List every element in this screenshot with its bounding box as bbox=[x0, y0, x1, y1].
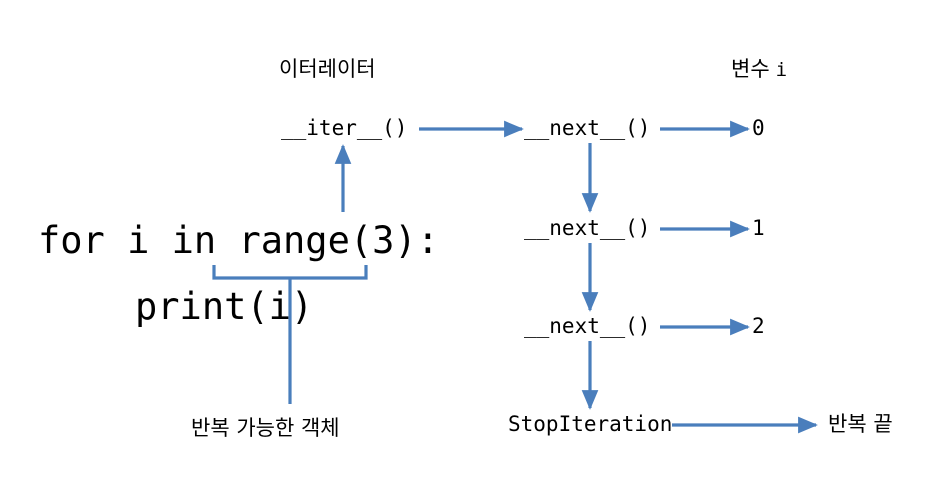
next-value-2: 1 bbox=[752, 216, 765, 240]
iter-call-label: __iter__() bbox=[281, 116, 408, 140]
next-call-3-label: __next__() bbox=[524, 314, 651, 338]
iterable-object-label: 반복 가능한 객체 bbox=[191, 416, 340, 440]
brace-under-range bbox=[212, 265, 368, 280]
iterator-title-label: 이터레이터 bbox=[279, 57, 376, 81]
variable-title-name: i bbox=[775, 59, 788, 81]
code-line-for: for i in range(3): bbox=[38, 219, 439, 262]
next-value-1: 0 bbox=[752, 116, 765, 140]
loop-end-label: 반복 끝 bbox=[828, 412, 893, 436]
next-call-1-label: __next__() bbox=[524, 116, 651, 140]
next-value-3: 2 bbox=[752, 314, 765, 338]
code-line-print: print(i) bbox=[135, 285, 314, 328]
next-call-2-label: __next__() bbox=[524, 216, 651, 240]
stop-iteration-label: StopIteration bbox=[508, 412, 673, 436]
variable-title-prefix: 변수 bbox=[731, 57, 770, 81]
